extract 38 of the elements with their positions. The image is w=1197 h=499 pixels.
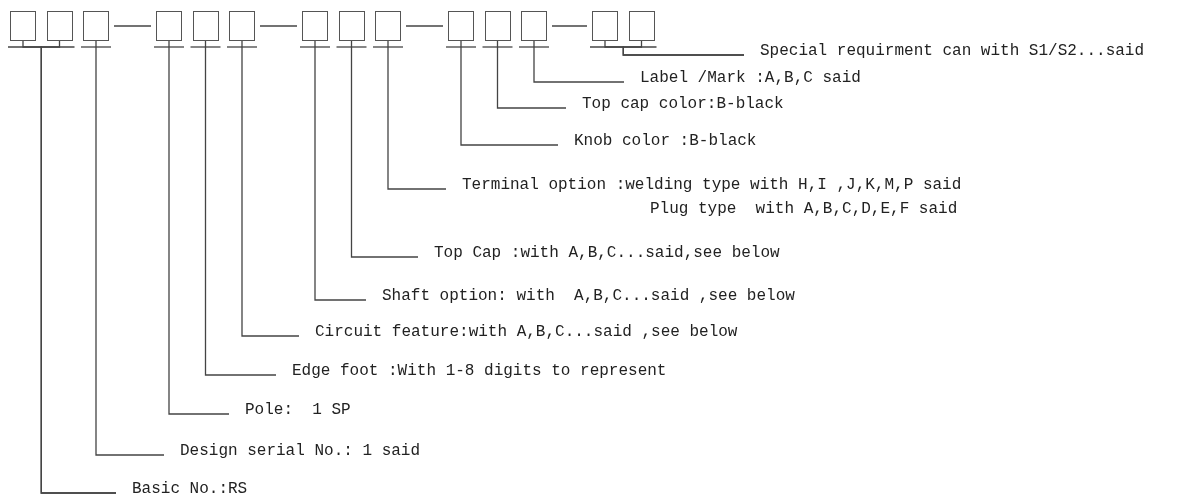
leader-line [95,40,165,456]
leader-line [496,40,567,109]
leader-line [350,40,419,258]
option-label: Plug type with A,B,C,D,E,F said [650,199,958,219]
option-label: Design serial No.: 1 said [180,441,421,461]
code-box [628,11,655,41]
code-box [338,11,365,41]
option-label: Circuit feature:with A,B,C...said ,see below [315,322,738,342]
option-label: Label /Mark :A,B,C said [640,68,861,88]
code-box [156,11,182,41]
leader-line [533,40,625,83]
code-box [484,11,511,41]
code-box [375,11,401,41]
leader-line [204,40,277,376]
leader-line [40,40,117,494]
code-box [83,11,109,41]
leader-line [168,40,230,415]
code-box [46,11,73,41]
code-box [10,11,36,41]
code-box [302,11,328,41]
option-label: Edge foot :With 1-8 digits to represent [292,361,667,381]
option-label: Shaft option: with A,B,C...said ,see below [382,286,795,306]
leader-line [460,40,559,146]
code-box [192,11,219,41]
option-label: Basic No.:RS [132,479,248,499]
option-label: Top Cap :with A,B,C...said,see below [434,243,780,263]
code-box [521,11,547,41]
option-label: Pole: 1 SP [245,400,351,420]
option-label: Terminal option :welding type with H,I ,J,K,M,P said [462,175,962,195]
leader-line [314,40,367,301]
option-label: Knob color :B-black [574,131,757,151]
leader-line [241,40,300,337]
option-label: Special requirment can with S1/S2...said [760,41,1145,61]
code-box [592,11,618,41]
leader-line [387,40,447,190]
code-box [448,11,474,41]
option-label: Top cap color:B-black [582,94,784,114]
code-box [229,11,255,41]
